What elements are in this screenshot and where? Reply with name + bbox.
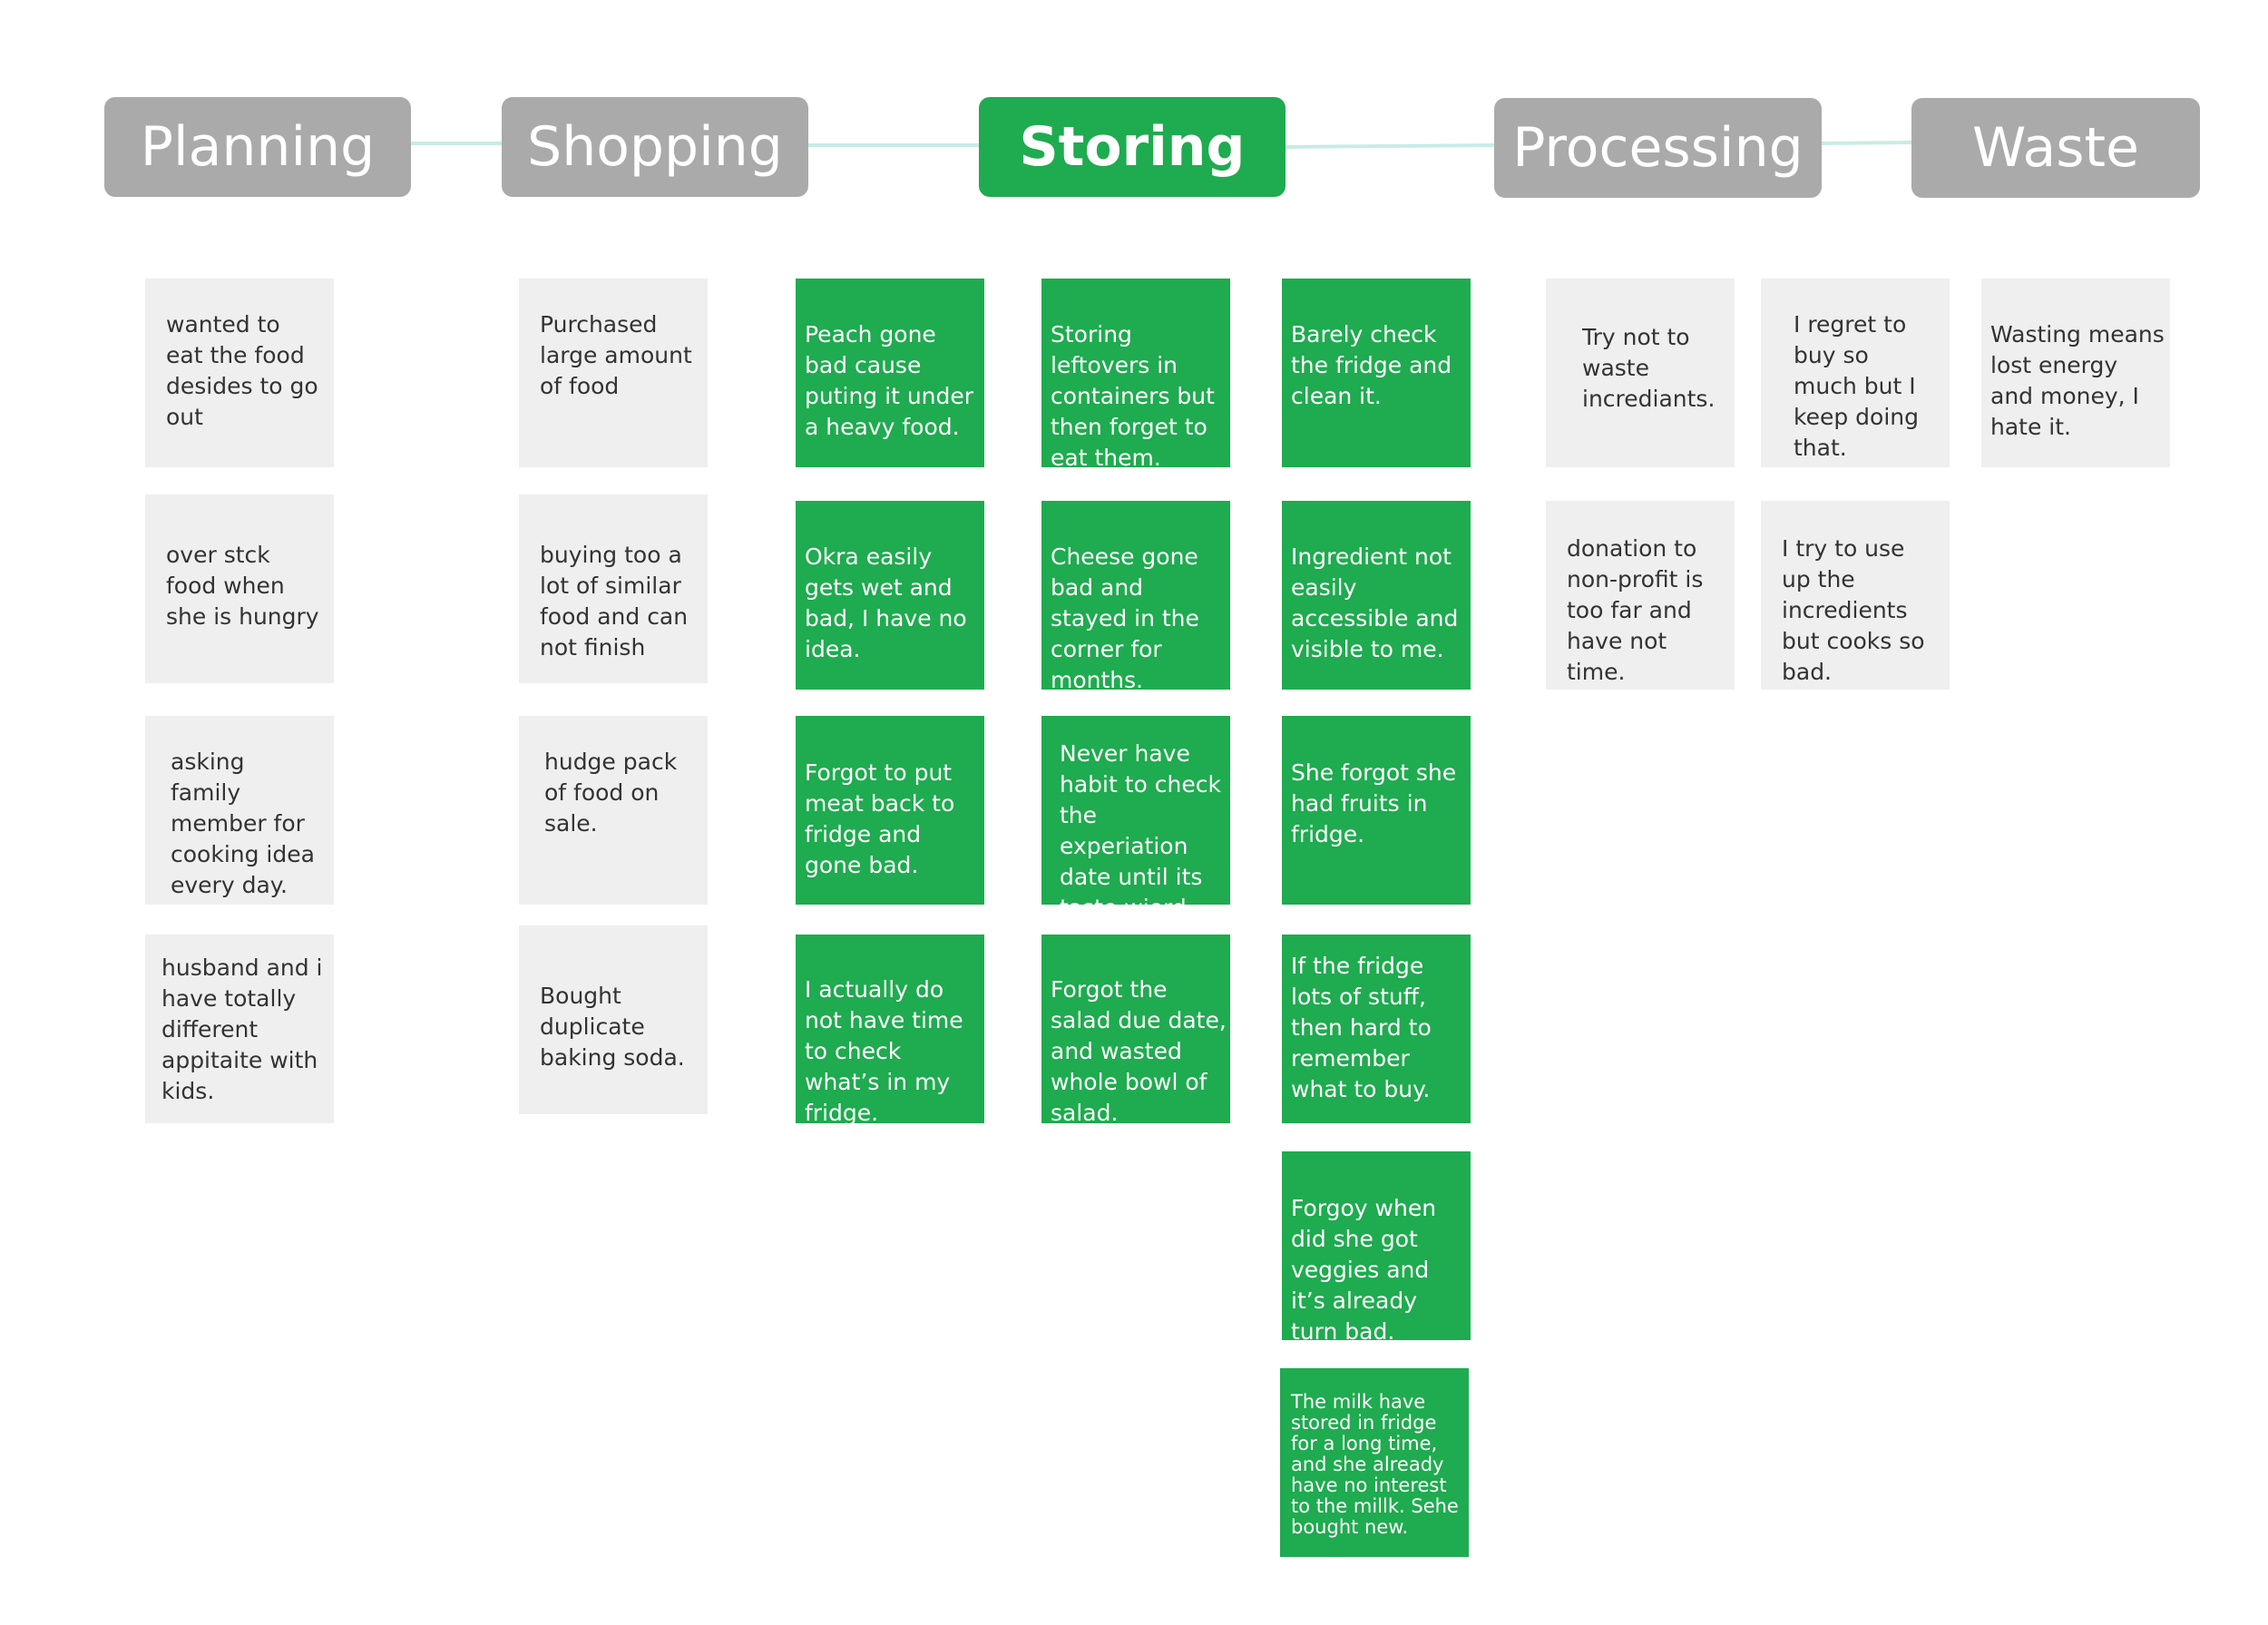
storing-note: Ingredient not easily accessible and vis… [1282, 501, 1471, 690]
stage-shopping: Shopping [502, 97, 808, 197]
planning-note: over stck food when she is hungry [145, 494, 334, 683]
storing-note: Cheese gone bad and stayed in the corner… [1041, 501, 1230, 690]
stage-connector-line [410, 141, 1912, 149]
storing-note: She forgot she had fruits in fridge. [1282, 716, 1471, 905]
stage-planning: Planning [104, 97, 411, 197]
storing-note: Storing leftovers in containers but then… [1041, 279, 1230, 467]
storing-note: Barely check the fridge and clean it. [1282, 279, 1471, 467]
processing-note: I try to use up the incredients but cook… [1761, 501, 1950, 690]
storing-note: I actually do not have time to check wha… [796, 935, 984, 1123]
shopping-note: Bought duplicate baking soda. [519, 925, 708, 1114]
shopping-note: hudge pack of food on sale. [519, 716, 708, 905]
processing-note: Try not to waste incrediants. [1546, 279, 1735, 467]
shopping-note: Purchased large amount of food [519, 279, 708, 467]
planning-note: wanted to eat the food desides to go out [145, 279, 334, 467]
processing-note: donation to non-profit is too far and ha… [1546, 501, 1735, 690]
storing-note: Never have habit to check the experiatio… [1041, 716, 1230, 905]
storing-note: The milk have stored in fridge for a lon… [1280, 1368, 1469, 1557]
planning-note: husband and i have totally different app… [145, 935, 334, 1123]
shopping-note: buying too a lot of similar food and can… [519, 494, 708, 683]
stage-processing: Processing [1494, 98, 1822, 198]
stage-waste: Waste [1911, 98, 2200, 198]
storing-note: Peach gone bad cause puting it under a h… [796, 279, 984, 467]
storing-note: Forgoy when did she got veggies and it’s… [1282, 1151, 1471, 1340]
storing-note: Forgot to put meat back to fridge and go… [796, 716, 984, 905]
stage-storing: Storing [979, 97, 1286, 197]
waste-note: Wasting means lost energy and money, I h… [1981, 279, 2170, 467]
storing-note: Okra easily gets wet and bad, I have no … [796, 501, 984, 690]
processing-note: I regret to buy so much but I keep doing… [1761, 279, 1950, 467]
storing-note: If the fridge lots of stuff, then hard t… [1282, 935, 1471, 1123]
storing-note: Forgot the salad due date, and wasted wh… [1041, 935, 1230, 1123]
planning-note: asking family member for cooking idea ev… [145, 716, 334, 905]
